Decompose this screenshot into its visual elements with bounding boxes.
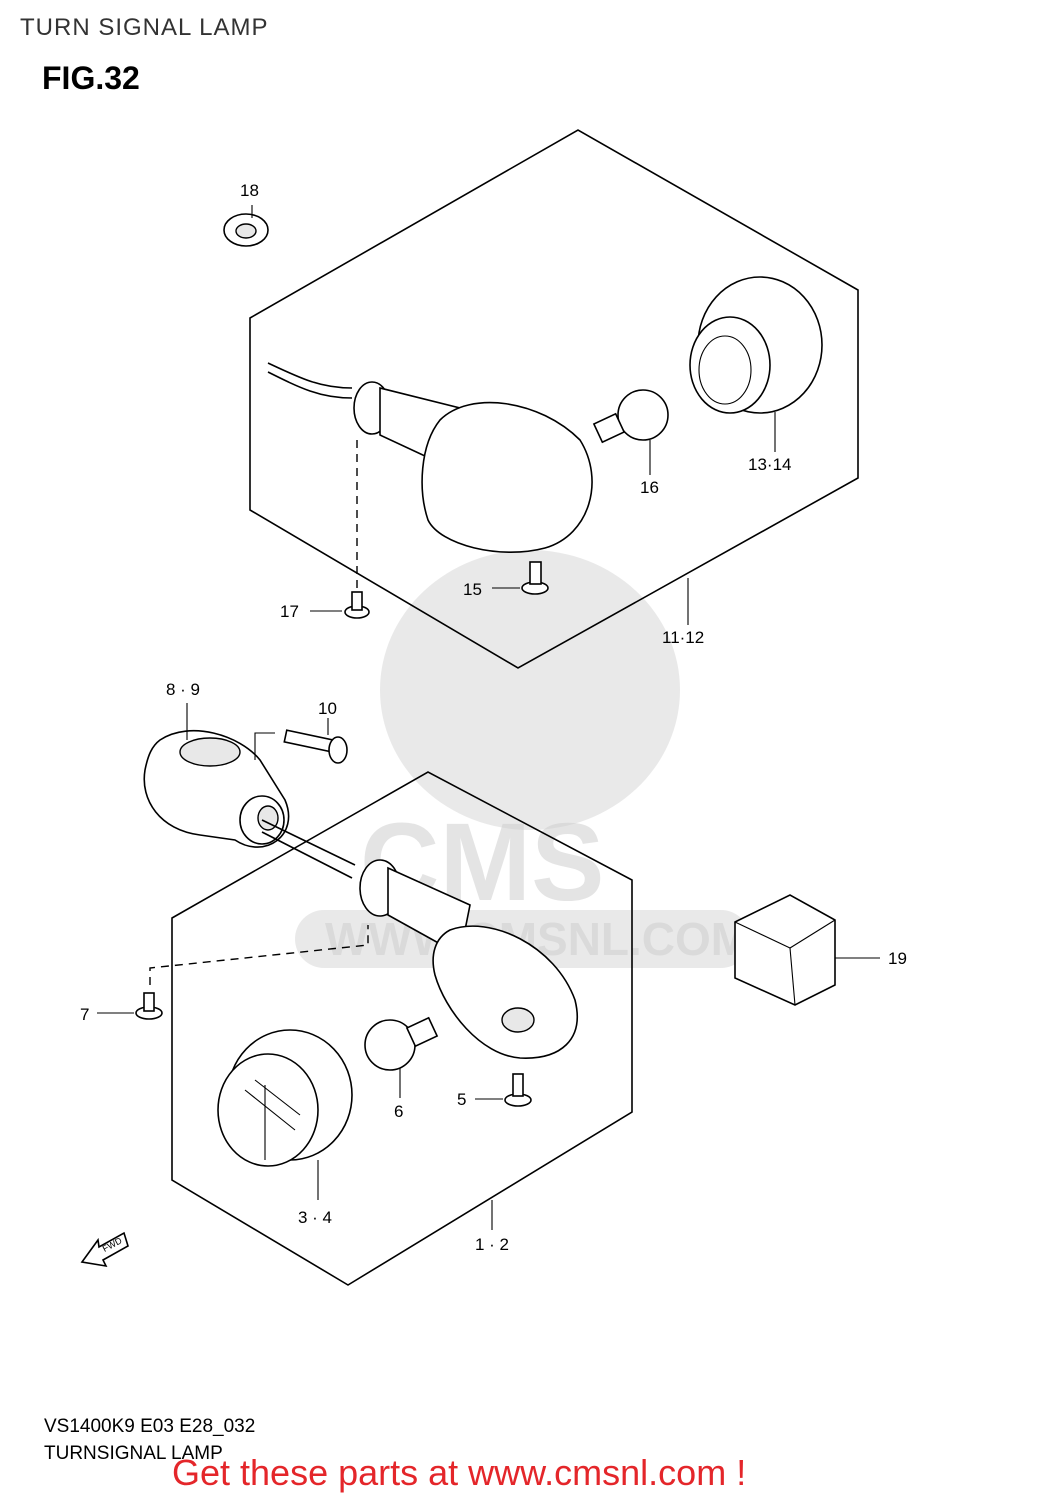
- promo-banner-link[interactable]: Get these parts at www.cmsnl.com !: [172, 1452, 747, 1493]
- bolt-10-icon: [283, 718, 348, 764]
- screw-7-icon: [97, 992, 163, 1020]
- callout-3-4: 3 · 4: [298, 1208, 332, 1227]
- callout-5: 5: [457, 1090, 466, 1109]
- callout-7: 7: [80, 1005, 89, 1024]
- upper-lamp-body-icon: [267, 362, 593, 554]
- figure-label: FIG.32: [42, 60, 140, 96]
- screw-15-icon: [492, 561, 549, 595]
- callout-16: 16: [640, 478, 659, 497]
- upper-assembly-outline: [249, 129, 859, 669]
- footer-section-name: TURNSIGNAL LAMP: [44, 1443, 223, 1464]
- screw-17-icon: [310, 591, 370, 619]
- bulb-6-icon: [364, 1016, 439, 1098]
- callout-10: 10: [318, 699, 337, 718]
- bracket-8-9-icon: [143, 703, 290, 848]
- grommet-18-icon: [223, 205, 269, 247]
- callout-18: 18: [240, 181, 259, 200]
- callout-17: 17: [280, 602, 299, 621]
- lens-ring-13-14-icon: [689, 276, 823, 452]
- callout-15: 15: [463, 580, 482, 599]
- callout-8-9: 8 · 9: [166, 680, 200, 699]
- relay-19-icon: [734, 894, 880, 1006]
- lower-assembly-outline: [171, 771, 633, 1286]
- callout-6: 6: [394, 1102, 403, 1121]
- callout-19: 19: [888, 949, 907, 968]
- screw-5-icon: [475, 1073, 532, 1107]
- bulb-16-icon: [592, 389, 669, 475]
- callout-13-14: 13·14: [748, 455, 791, 474]
- lens-3-4-icon: [217, 1029, 353, 1200]
- lower-lamp-body-icon: [261, 819, 578, 1059]
- bracket-bolt-guide-line: [254, 732, 275, 760]
- page-header-title: TURN SIGNAL LAMP: [20, 14, 269, 41]
- fwd-arrow-icon: FWD: [80, 1231, 129, 1268]
- footer-model-code: VS1400K9 E03 E28_032: [44, 1416, 256, 1437]
- lower-screw-guide-line: [149, 925, 369, 985]
- callout-11-12: 11·12: [662, 628, 704, 647]
- callout-1-2: 1 · 2: [475, 1235, 509, 1254]
